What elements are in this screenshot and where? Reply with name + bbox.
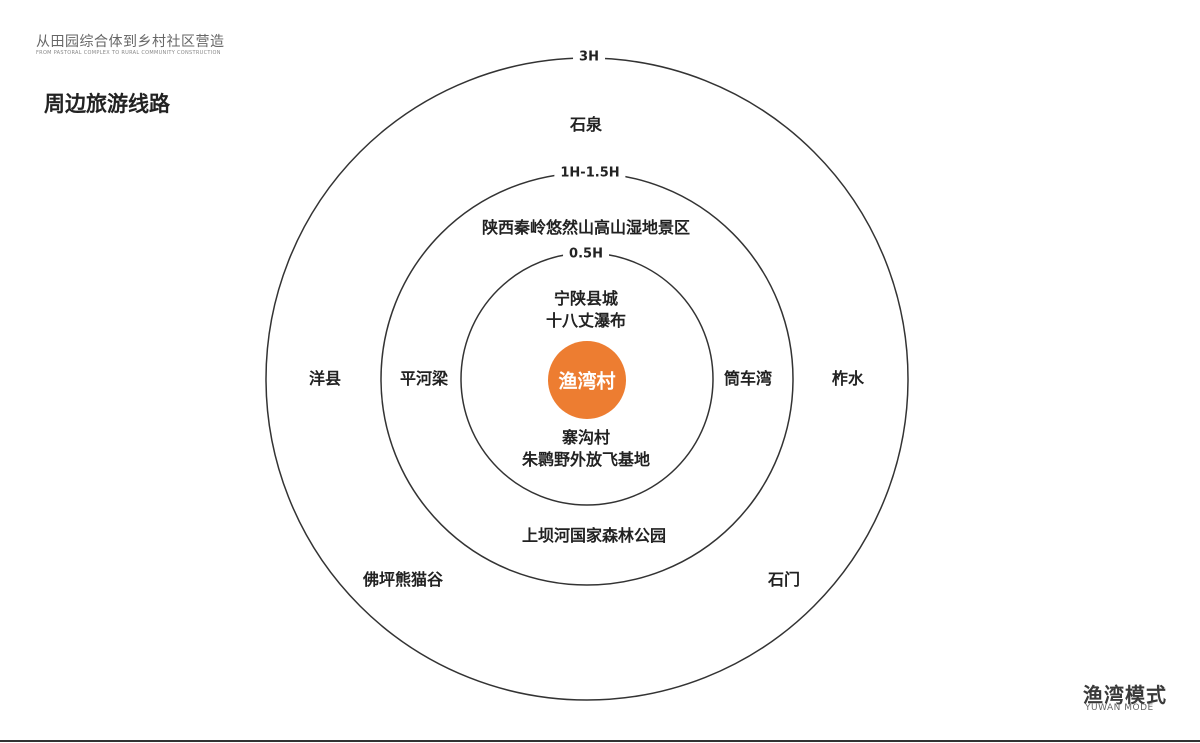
header-subtitle: FROM PASTORAL COMPLEX TO RURAL COMMUNITY… (36, 50, 221, 56)
outer-ring-label: 3H (573, 49, 605, 65)
inner-top-line2: 十八丈瀑布 (545, 311, 627, 330)
brand-logo: 渔湾模式 (1083, 683, 1167, 707)
outer-left-label: 洋县 (308, 369, 342, 388)
center-circle (548, 341, 626, 419)
outer-right-label: 柞水 (831, 369, 865, 388)
inner-ring-label: 0.5H (563, 246, 609, 262)
inner-top-line1: 宁陕县城 (553, 289, 619, 308)
inner-bottom-labels: 寨沟村 朱鹮野外放飞基地 (522, 427, 650, 471)
middle-ring-label: 1H-1.5H (554, 165, 626, 181)
middle-left-label: 平河梁 (399, 369, 449, 388)
middle-right-label: 筒车湾 (723, 369, 773, 388)
outer-bottom-right-label: 石门 (767, 570, 801, 589)
inner-bottom-line2: 朱鹮野外放飞基地 (521, 450, 651, 469)
inner-bottom-line1: 寨沟村 (561, 428, 611, 447)
page-title: 周边旅游线路 (44, 92, 170, 116)
footer-divider (0, 740, 1200, 742)
center-label: 渔湾村 (558, 370, 616, 393)
header-title: 从田园综合体到乡村社区营造 (36, 34, 225, 50)
outer-top-label: 石泉 (569, 115, 603, 134)
outer-bottom-left-label: 佛坪熊猫谷 (362, 570, 444, 589)
middle-top-label: 陕西秦岭悠然山高山湿地景区 (481, 218, 691, 237)
brand-subtitle: YUWAN MODE (1085, 703, 1154, 713)
middle-bottom-label: 上坝河国家森林公园 (521, 526, 667, 545)
inner-top-labels: 宁陕县城 十八丈瀑布 (546, 288, 626, 332)
